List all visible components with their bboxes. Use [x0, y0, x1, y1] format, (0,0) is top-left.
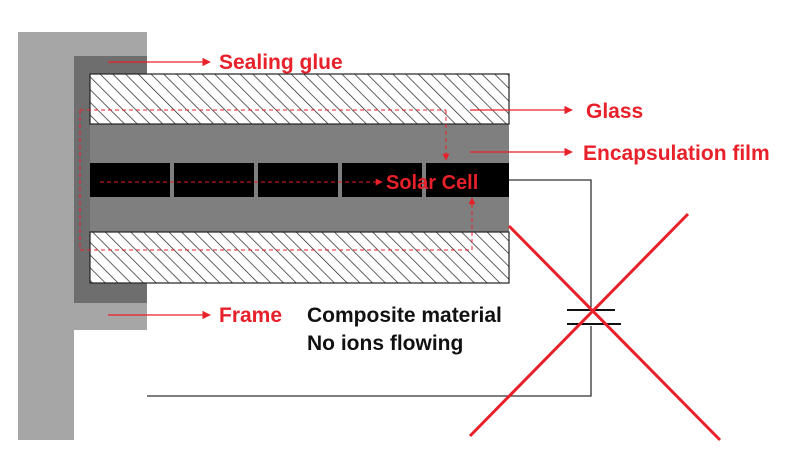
solar-cell — [258, 163, 338, 197]
solar-cell — [90, 163, 170, 197]
label-encapsulation-film: Encapsulation film — [583, 142, 770, 165]
circuit-wire — [147, 179, 592, 397]
solar-cell — [426, 163, 509, 197]
glass-top — [89, 73, 510, 125]
no-current-cross — [468, 212, 722, 442]
label-sealing-glue: Sealing glue — [219, 51, 343, 74]
label-glass: Glass — [586, 100, 643, 123]
label-frame: Frame — [219, 304, 282, 327]
solar-cell — [174, 163, 254, 197]
label-solar-cell: Solar Cell — [386, 172, 478, 194]
label-no-ions-flowing: No ions flowing — [307, 332, 463, 355]
label-arrows — [108, 57, 573, 320]
glass-bottom — [89, 231, 510, 284]
label-composite-material: Composite material — [307, 304, 502, 327]
sealing-glue — [74, 56, 147, 303]
ion-path-dashed — [79, 109, 476, 251]
